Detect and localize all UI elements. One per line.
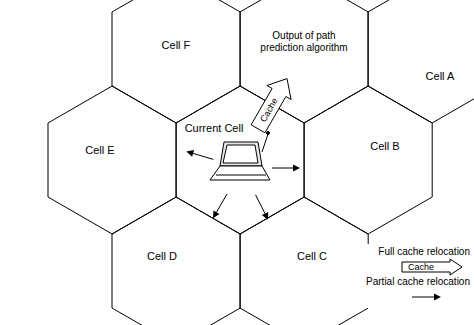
arrow-head [434,294,441,301]
cell-hexagon: Cell E [48,86,176,234]
relocation-arrow [251,79,291,133]
hexagon-border [112,197,240,325]
cell-hexagon: Cell C [240,197,368,325]
relocation-arrow [213,194,227,218]
cell-hexagon: Cell A [368,0,474,123]
hexagon-outline [368,0,474,123]
cell-label: Cell C [287,250,337,262]
hexagon-outline [112,0,240,123]
cell-hexagon: Cell F [112,0,240,123]
arrow-head [213,210,220,218]
arrow-head [186,150,194,157]
hexagon-outline [176,86,304,234]
block-arrow [251,79,291,133]
arrow-shaft [412,297,434,298]
relocation-arrow [256,195,269,220]
cell-label: Output of path prediction algorithm [256,30,352,54]
cell-label: Current Cell [181,122,247,134]
legend-sample [352,288,470,306]
legend-box: Full cache relocationCachePartial cache … [352,244,470,308]
cell-hexagon: Cell D [112,197,240,325]
arrow-head [262,212,268,220]
arrow-shaft [217,194,228,212]
arrow-head [293,165,300,172]
cell-hexagon: Output of path prediction algorithm [240,0,368,123]
hexagon-border [368,0,474,123]
cell-label: Cell A [418,70,462,82]
legend-sample: Cache [352,258,470,276]
relocation-arrow [272,165,300,172]
hexagon-border [240,0,368,123]
hexagon-outline [240,0,368,123]
sample-label: Cache [408,262,434,272]
cell-label: Cell E [70,144,130,156]
relocation-arrow [186,150,213,159]
hexagon-border [176,86,304,234]
cell-label: Cell D [137,250,187,262]
hexagon-outline [48,86,176,234]
block-arrow [402,259,462,275]
arrow-shaft [272,168,293,169]
laptop-icon [210,132,270,181]
cell-label: Cell F [146,39,206,51]
hexagon-border [240,197,368,325]
cell-label: Cell B [360,140,410,152]
hexagon-outline [304,86,432,234]
arrow-shaft [193,153,213,159]
hexagon-border [48,86,176,234]
legend-text: Full cache relocation [352,246,470,258]
hexagon-border [304,86,432,234]
cell-hexagon: Cell B [304,86,432,234]
hexagon-border [112,0,240,123]
arrow-shaft [256,195,266,214]
thin-arrow-sample [352,288,470,306]
cell-hexagon: Current Cell [176,86,304,234]
legend-text: Partial cache relocation [352,276,470,288]
